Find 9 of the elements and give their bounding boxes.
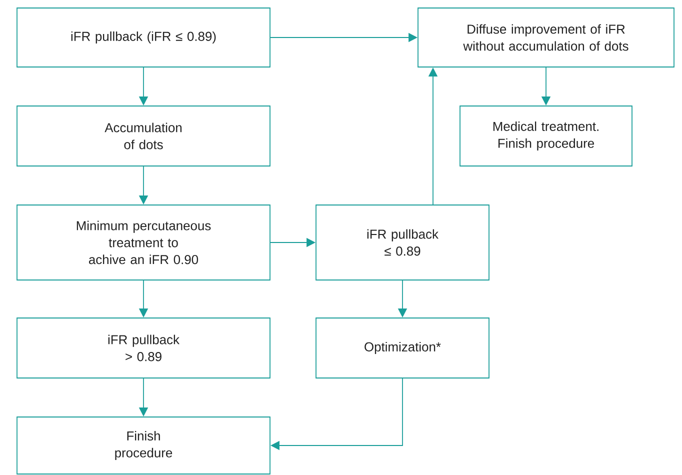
process-box: Minimum percutaneous treatment to achive an iFR 0.90: [16, 204, 270, 280]
process-box: Accumulation of dots: [16, 106, 270, 166]
process-box: Diffuse improvement of iFR without accumulation of dots: [418, 8, 674, 68]
process-box: iFR pullback > 0.89: [16, 318, 270, 378]
process-box: Medical treatment. Finish procedure: [460, 106, 632, 166]
process-box: Optimization*: [316, 318, 490, 378]
process-box: Finish procedure: [16, 416, 270, 474]
process-box: iFR pullback ≤ 0.89: [316, 204, 490, 280]
process-box: iFR pullback (iFR ≤ 0.89): [16, 8, 270, 68]
